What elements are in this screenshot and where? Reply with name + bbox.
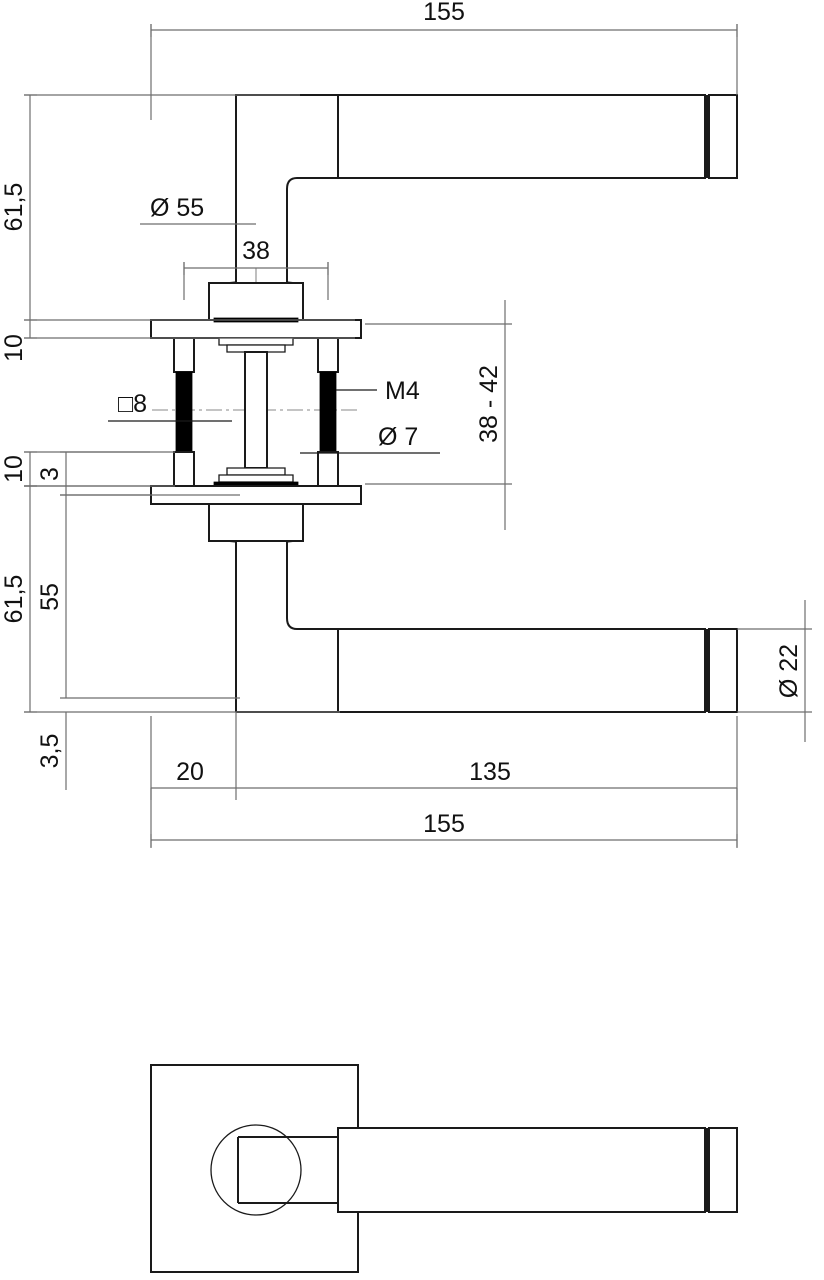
dimension-width-38: 38 bbox=[183, 237, 329, 300]
dim-label-55: 55 bbox=[36, 583, 64, 611]
dimension-height-55: 55 bbox=[36, 494, 240, 699]
dimension-height-10-lower: 10 bbox=[0, 451, 175, 487]
bolt-sleeve-upper-right bbox=[317, 337, 339, 373]
dimension-door-thickness-38-42: 38 - 42 bbox=[365, 300, 512, 530]
dimension-length-155-top: 155 bbox=[150, 0, 738, 120]
spindle-shaft bbox=[244, 351, 268, 469]
dim-label-10-upper: 10 bbox=[0, 334, 28, 362]
side-view bbox=[150, 94, 738, 713]
dim-label-diameter-55: Ø 55 bbox=[150, 194, 204, 222]
dim-label-3-5: 3,5 bbox=[36, 734, 64, 769]
dim-label-square-8: □8 bbox=[118, 390, 147, 418]
plan-lever-bar bbox=[337, 1127, 706, 1213]
dim-label-155-bottom: 155 bbox=[423, 810, 465, 838]
leader-m4: M4 bbox=[336, 377, 420, 405]
dimension-length-20-135: 20 135 bbox=[150, 712, 738, 800]
dim-label-diameter-7: Ø 7 bbox=[378, 423, 418, 451]
lower-lever-bar bbox=[337, 628, 706, 713]
dimension-length-155-bottom: 155 bbox=[150, 788, 738, 848]
lower-rosette-plate bbox=[150, 485, 362, 505]
leader-square-8: □8 bbox=[108, 390, 232, 422]
bolt-sleeve-lower-right bbox=[317, 451, 339, 487]
lower-collar-chamfer bbox=[225, 540, 297, 543]
plan-neck bbox=[237, 1136, 338, 1204]
upper-lever-bar bbox=[337, 94, 706, 179]
dimension-diameter-55: Ø 55 bbox=[140, 194, 256, 225]
upper-washer-1 bbox=[218, 337, 294, 346]
plan-view bbox=[150, 1064, 738, 1273]
dim-label-38: 38 bbox=[242, 237, 270, 265]
dimension-height-3: 3 bbox=[36, 451, 150, 496]
plan-lever-end-cap bbox=[708, 1127, 738, 1213]
dim-label-38-42: 38 - 42 bbox=[475, 365, 503, 443]
lower-collar bbox=[208, 503, 304, 542]
dimension-height-10-upper: 10 bbox=[0, 320, 355, 362]
dim-label-135: 135 bbox=[469, 758, 511, 786]
lower-washer-2 bbox=[226, 467, 286, 476]
upper-collar bbox=[208, 282, 304, 321]
upper-washer-2 bbox=[226, 344, 286, 353]
dimension-height-61-5-lower: 61,5 bbox=[0, 485, 340, 713]
dim-label-10-lower: 10 bbox=[0, 455, 28, 483]
dimension-height-61-5-upper: 61,5 bbox=[0, 94, 355, 321]
dim-label-155-top: 155 bbox=[423, 0, 465, 26]
upper-rosette-plate bbox=[150, 319, 362, 339]
upper-collar-chamfer bbox=[225, 281, 297, 284]
dim-label-m4: M4 bbox=[385, 377, 420, 405]
lower-lever-end-cap bbox=[708, 628, 738, 713]
dim-label-61-5-lower: 61,5 bbox=[0, 575, 28, 624]
dim-label-61-5-upper: 61,5 bbox=[0, 183, 28, 232]
bolt-sleeve-upper-left bbox=[173, 337, 195, 373]
lower-washer-1 bbox=[218, 474, 294, 483]
bolt-thread-right bbox=[319, 371, 337, 453]
plan-square-rosette bbox=[150, 1064, 359, 1273]
dim-label-20: 20 bbox=[176, 758, 204, 786]
upper-neck-inner-edge bbox=[286, 177, 338, 282]
plan-round-boss bbox=[210, 1124, 302, 1216]
dim-label-3: 3 bbox=[36, 467, 64, 481]
dim-label-diameter-22: Ø 22 bbox=[775, 644, 803, 698]
lower-neck-inner-edge bbox=[286, 542, 338, 630]
dimension-diameter-22: Ø 22 bbox=[737, 600, 812, 742]
bolt-sleeve-lower-left bbox=[173, 451, 195, 487]
bolt-thread-left bbox=[175, 371, 193, 453]
dimension-height-3-5: 3,5 bbox=[36, 712, 67, 790]
leader-diameter-7: Ø 7 bbox=[300, 423, 440, 454]
upper-lever-end-cap bbox=[708, 94, 738, 179]
